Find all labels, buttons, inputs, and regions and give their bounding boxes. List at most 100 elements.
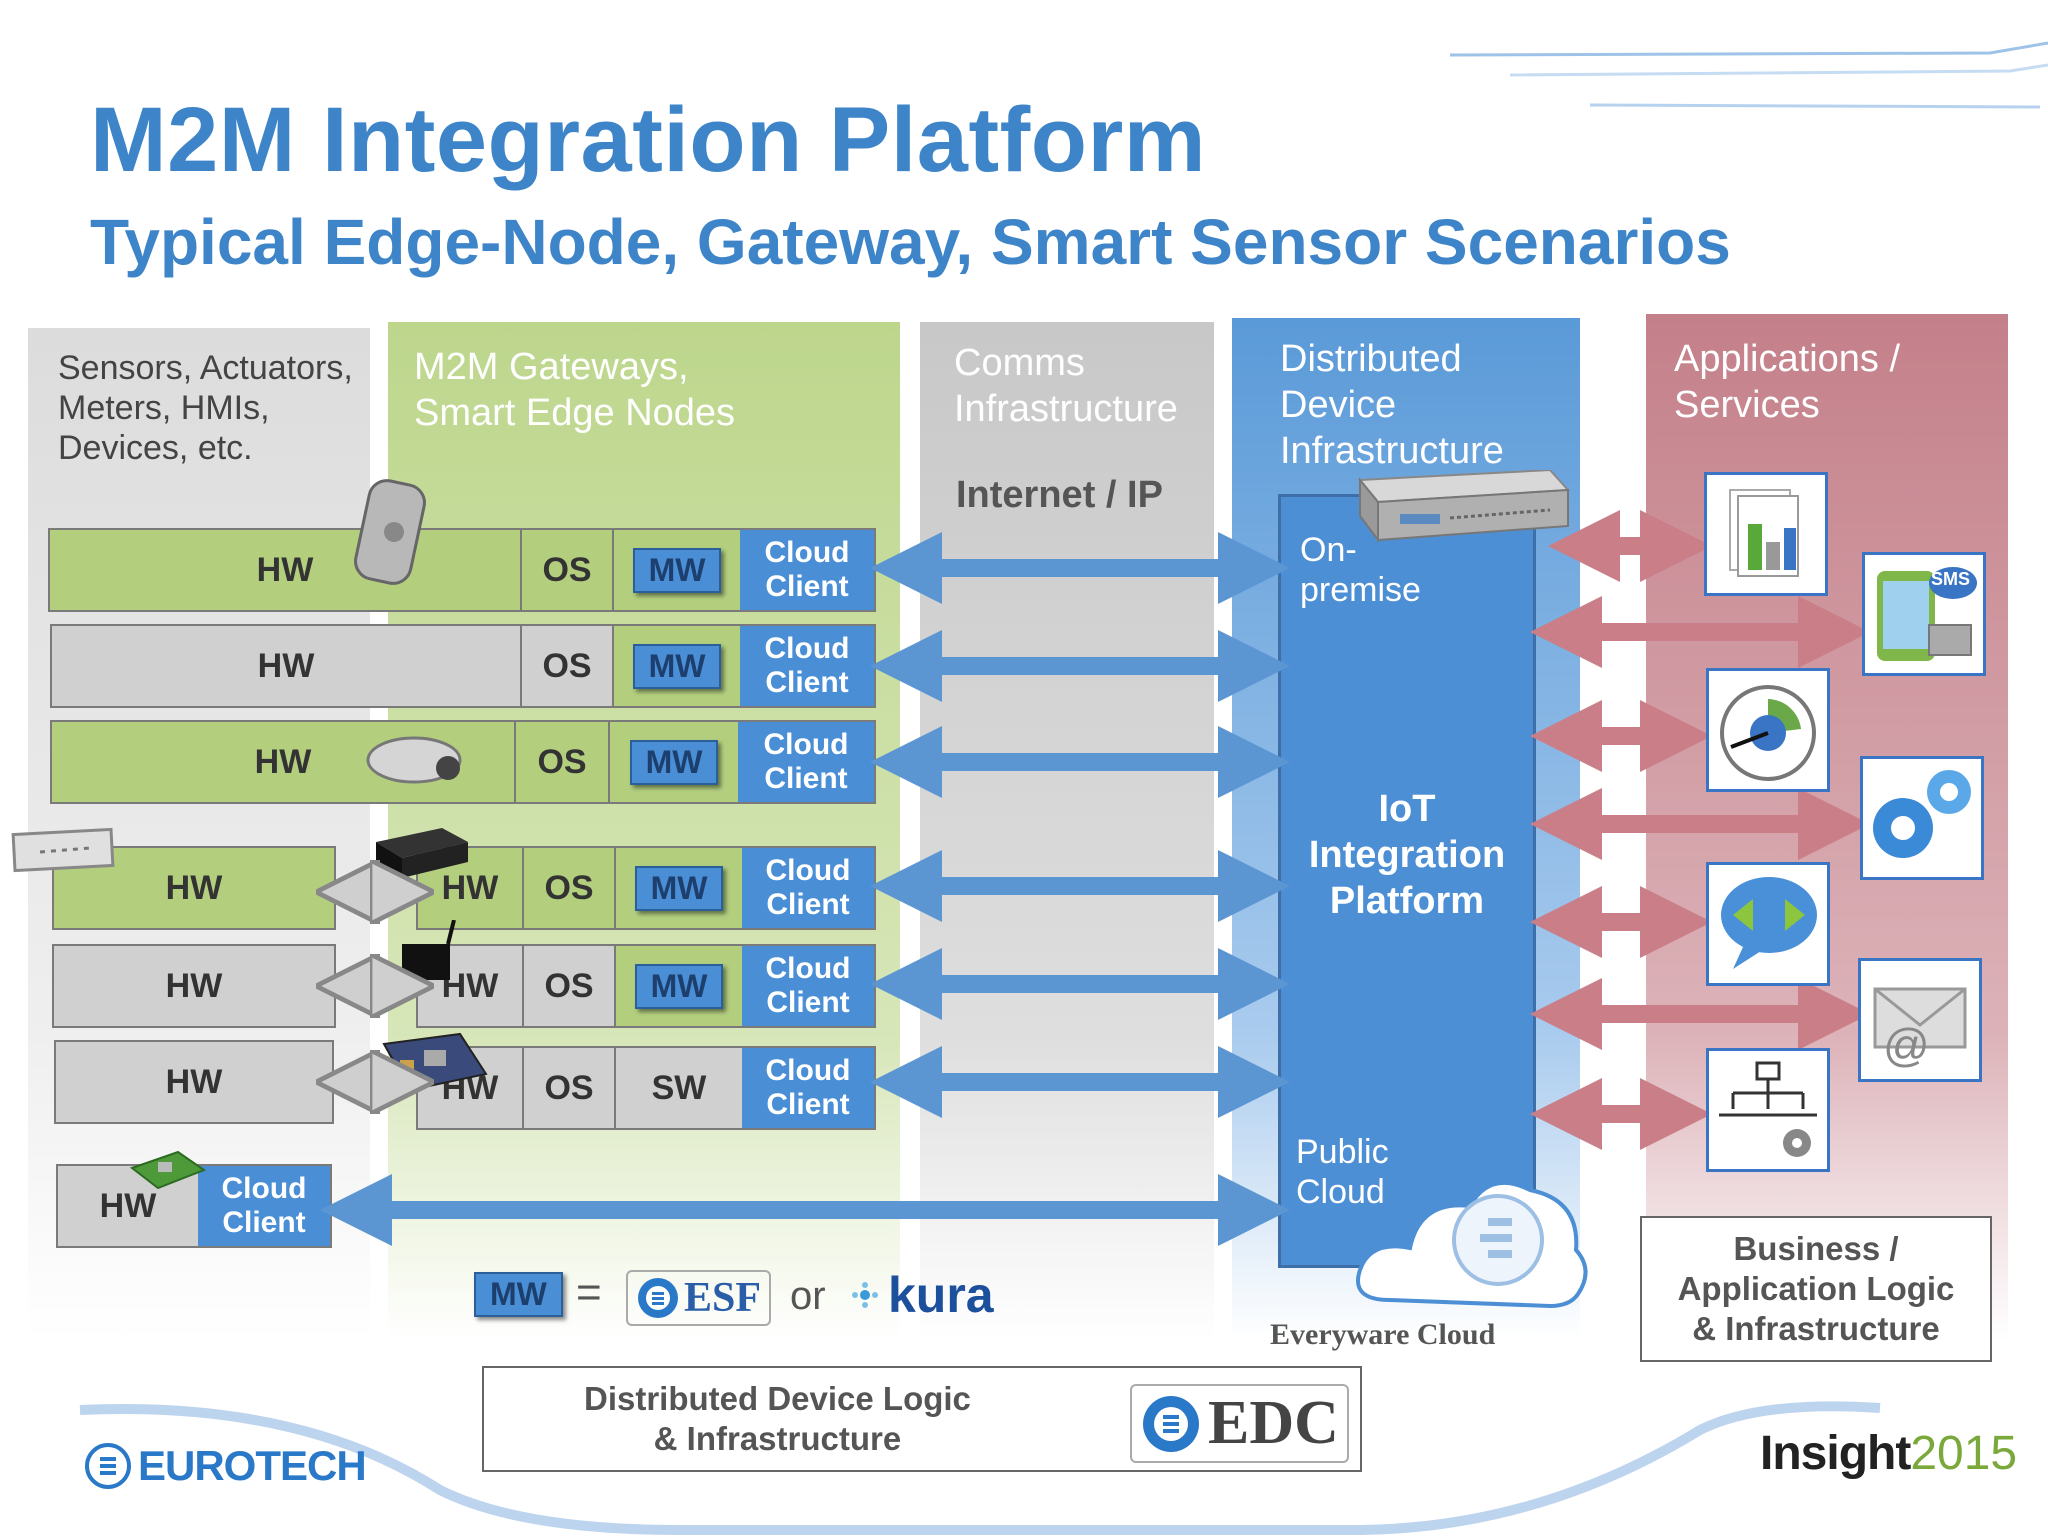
public-cloud-label: Public Cloud xyxy=(1296,1133,1389,1211)
os-cell: OS xyxy=(522,1048,614,1128)
on-premise-label: On- premise xyxy=(1300,531,1421,609)
ddi-header: Distributed Device Infrastructure xyxy=(1280,338,1504,472)
legend-or: or xyxy=(790,1274,826,1318)
edc-text: EDC xyxy=(1208,1389,1339,1457)
gateway-hw-cell: HW xyxy=(441,966,499,1005)
cloud-client-cell: Cloud Client xyxy=(740,626,874,706)
os-cell: OS xyxy=(520,626,612,706)
camera-icon xyxy=(366,736,462,784)
insight-text: Insight xyxy=(1760,1427,1911,1480)
edc-mark-icon xyxy=(1143,1395,1199,1452)
iot-platform-box xyxy=(1278,494,1536,1268)
eurotech-text: EUROTECH xyxy=(138,1442,367,1489)
gateways-column xyxy=(388,322,900,1340)
cloud-client-cell: Cloud Client xyxy=(740,530,874,610)
hw-cell: HW xyxy=(257,646,315,685)
header-decoration xyxy=(1450,41,2048,109)
mw-badge: MW xyxy=(632,547,722,593)
mw-badge: MW xyxy=(634,963,724,1009)
hw-cell: HW xyxy=(256,550,314,589)
edc-logo: EDC xyxy=(1130,1384,1349,1463)
hmi-panel-icon xyxy=(11,827,115,873)
mw-cell: MW xyxy=(612,530,740,610)
sms-app[interactable]: SMS xyxy=(1862,552,1986,676)
mw-badge: MW xyxy=(632,643,722,689)
kura-logo: kura xyxy=(850,1266,994,1324)
sensors-header: Sensors, Actuators, Meters, HMIs, Device… xyxy=(58,349,353,467)
kura-mark-icon xyxy=(852,1282,878,1308)
hw-cell: HW xyxy=(254,742,312,781)
esf-mark-icon xyxy=(638,1278,678,1318)
legend-mw-badge: MW xyxy=(474,1272,563,1317)
exchange-bubble-icon xyxy=(1721,877,1817,969)
hw-cell: HW xyxy=(165,966,223,1005)
logic-app[interactable] xyxy=(1706,1048,1830,1172)
chart-document-icon xyxy=(1729,489,1799,577)
cloud-client-cell: Cloud Client xyxy=(738,722,874,802)
hierarchy-gear-icon xyxy=(1719,1061,1817,1157)
cloud-client-cell: Cloud Client xyxy=(742,848,874,928)
sms-label: SMS xyxy=(1931,569,1971,589)
cloud-client-cell: Cloud Client xyxy=(742,1048,874,1128)
os-cell: OS xyxy=(522,946,614,1026)
insight-logo: Insight2015 xyxy=(1760,1426,2017,1481)
gateway-hw-cell: HW xyxy=(441,868,499,907)
esf-text: ESF xyxy=(684,1275,762,1321)
raspberry-pi-icon xyxy=(129,1150,207,1190)
cloud-client-cell: Cloud Client xyxy=(742,946,874,1026)
os-cell: OS xyxy=(520,530,612,610)
os-cell: OS xyxy=(522,848,614,928)
os-cell: OS xyxy=(514,722,608,802)
comms-subheader: Internet / IP xyxy=(956,474,1163,516)
comms-header: Comms Infrastructure xyxy=(954,342,1178,430)
mw-cell: MW xyxy=(612,626,740,706)
iot-platform-label: IoT Integration Platform xyxy=(1308,788,1506,922)
sms-phone-icon xyxy=(1877,567,1977,661)
cloud-icon xyxy=(1356,1180,1588,1309)
kura-text: kura xyxy=(888,1267,994,1323)
cloud-client-cell: Cloud Client xyxy=(198,1166,330,1246)
footer-swoosh xyxy=(79,1401,1881,1535)
server-icon xyxy=(1357,470,1570,543)
everyware-cloud-logo: Everyware Cloud xyxy=(1270,1318,1496,1351)
apps-header: Applications / Services xyxy=(1674,338,1901,426)
eurotech-logo: EUROTECH xyxy=(84,1442,367,1490)
device-row-2: HW OS MW Cloud Client xyxy=(50,624,876,708)
settings-app[interactable] xyxy=(1860,756,1984,880)
mw-badge: MW xyxy=(634,865,724,911)
gateway-row-5: HW OS MW Cloud Client xyxy=(416,944,876,1028)
gateways-header: M2M Gateways, Smart Edge Nodes xyxy=(414,346,736,434)
sensor-row-5: HW xyxy=(52,944,336,1028)
gateway-row-6: HW OS SW Cloud Client xyxy=(416,1046,876,1130)
page-title: M2M Integration Platform xyxy=(90,89,1207,191)
email-app[interactable]: @ xyxy=(1858,958,1982,1082)
hw-cell: HW xyxy=(165,1062,223,1101)
esf-logo: ESF xyxy=(626,1270,772,1326)
hw-cell: HW xyxy=(99,1186,157,1225)
eurotech-mark-icon xyxy=(85,1443,131,1489)
device-row-3: HW OS MW Cloud Client xyxy=(50,720,876,804)
legend-equals: = xyxy=(576,1268,602,1317)
hw-cell: HW xyxy=(165,868,223,907)
insight-year: 2015 xyxy=(1910,1427,2018,1480)
email-at-icon: @ xyxy=(1873,987,1967,1071)
svg-text:@: @ xyxy=(1883,1019,1930,1071)
gears-icon xyxy=(1873,770,1971,858)
exchange-app[interactable] xyxy=(1706,862,1830,986)
business-logic-box: Business / Application Logic & Infrastru… xyxy=(1640,1216,1992,1362)
comms-column xyxy=(920,322,1214,1340)
device-row-1: HW OS MW Cloud Client xyxy=(48,528,876,612)
mw-badge: MW xyxy=(629,739,719,785)
mw-cell: MW xyxy=(614,946,742,1026)
dashboard-app[interactable] xyxy=(1706,668,1830,792)
mw-cell: MW xyxy=(614,848,742,928)
sw-cell: SW xyxy=(614,1048,742,1128)
page-subtitle: Typical Edge-Node, Gateway, Smart Sensor… xyxy=(90,206,1731,278)
gateway-row-4: HW OS MW Cloud Client xyxy=(416,846,876,930)
mw-cell: MW xyxy=(608,722,738,802)
device-row-7: HW Cloud Client xyxy=(56,1164,332,1248)
gauge-icon xyxy=(1720,685,1816,781)
sensor-device-icon xyxy=(354,479,426,585)
reports-app[interactable] xyxy=(1704,472,1828,596)
